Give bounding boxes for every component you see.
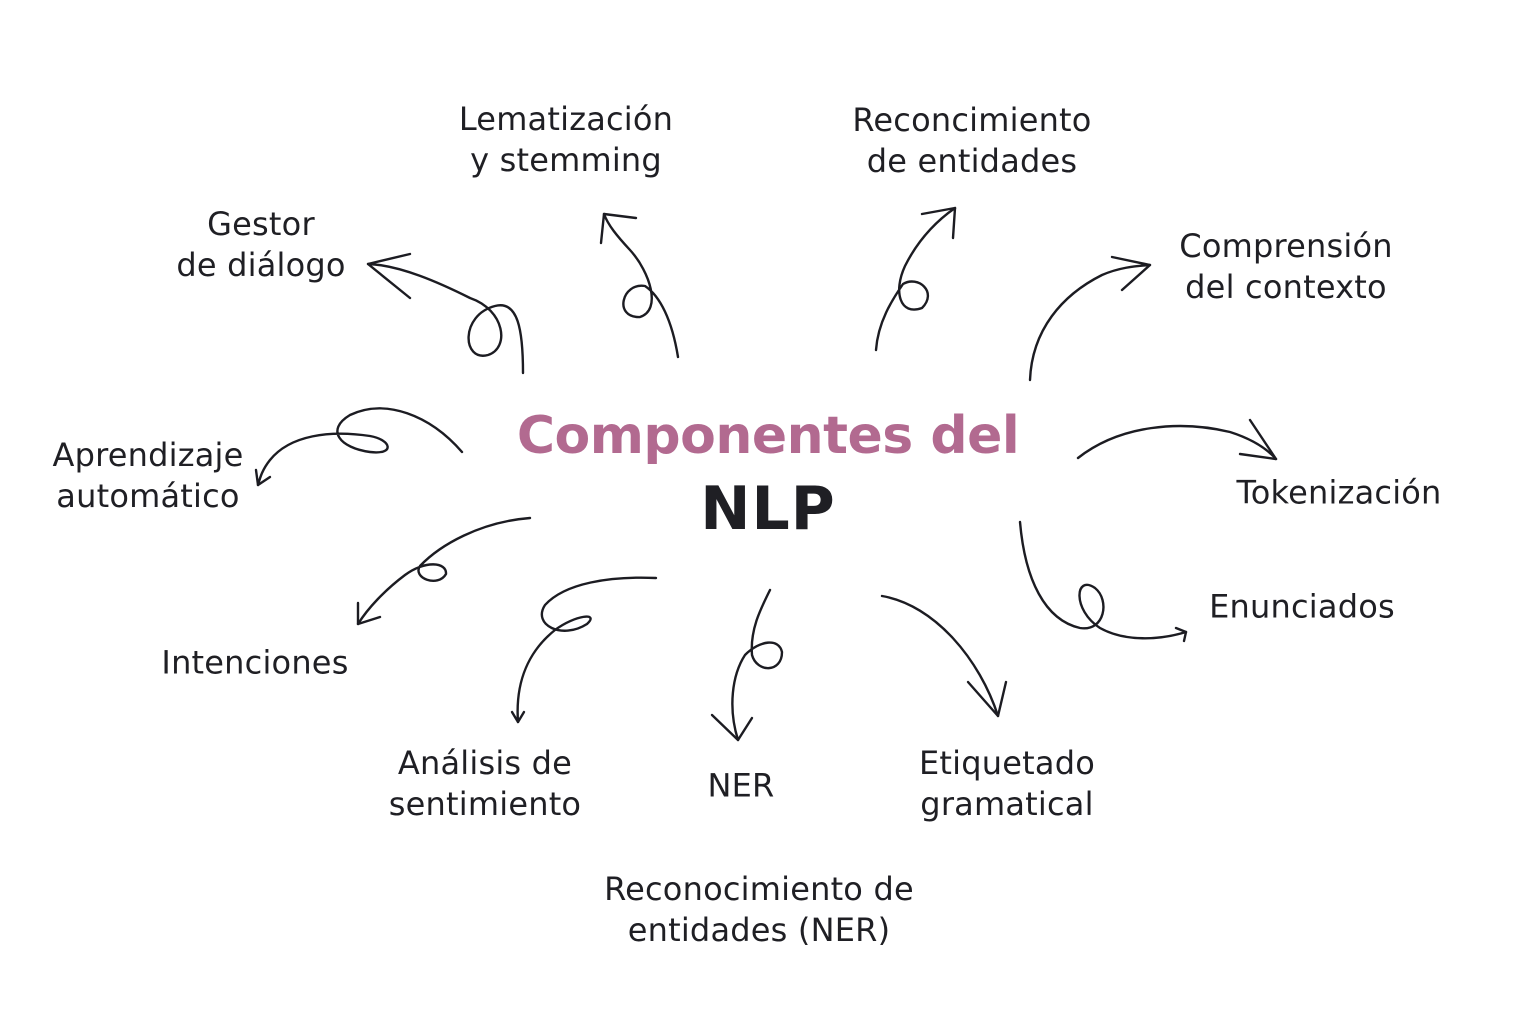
node-comprension: Comprensión del contexto (1179, 226, 1392, 308)
node-analisis: Análisis de sentimiento (389, 743, 581, 825)
node-intenciones-line-1: Intenciones (161, 643, 349, 682)
arrow-lematizacion-head (599, 212, 638, 245)
arrow-comprension-head (1110, 255, 1152, 292)
node-lematizacion-line-1: Lematización (458, 100, 674, 138)
arrow-intenciones (356, 516, 532, 626)
arrow-ner-line (731, 588, 784, 742)
arrow-ner-head (710, 713, 754, 742)
node-reconocimiento-ner-line-1: Reconocimiento de (604, 870, 914, 908)
node-comprension-line-2: del contexto (1185, 268, 1387, 306)
arrow-enunciados-line (1018, 520, 1188, 640)
node-lematizacion-line-2: y stemming (470, 141, 662, 179)
arrow-tokenizacion (1076, 418, 1278, 461)
diagram-title: Componentes del NLP (516, 401, 1020, 547)
node-etiquetado-line-2: gramatical (920, 785, 1094, 823)
arrow-aprendizaje-head (254, 468, 272, 487)
arrow-lematizacion (599, 212, 680, 359)
node-reconocimiento-ner-line-2: entidades (NER) (627, 911, 891, 949)
node-enunciados: Enunciados (1209, 587, 1395, 628)
node-analisis-line-2: sentimiento (388, 785, 582, 823)
arrow-intenciones-line (356, 516, 532, 626)
arrow-etiquetado-head (966, 680, 1008, 718)
arrow-reconcimiento-head (920, 206, 957, 240)
arrow-aprendizaje-line (256, 407, 464, 487)
node-lematizacion: Lematización y stemming (459, 99, 673, 181)
arrow-gestor-line (366, 262, 525, 375)
node-tokenizacion: Tokenización (1236, 473, 1441, 514)
arrow-aprendizaje (254, 407, 464, 487)
arrow-tokenizacion-head (1238, 418, 1278, 461)
node-reconocimiento-ner: Reconocimiento de entidades (NER) (604, 869, 914, 951)
arrow-comprension-line (1028, 263, 1152, 382)
node-intenciones: Intenciones (161, 643, 348, 684)
arrow-tokenizacion-line (1076, 424, 1278, 461)
node-comprension-line-1: Comprensión (1179, 227, 1393, 265)
arrow-analisis-head (510, 710, 526, 724)
arrow-ner (710, 588, 784, 742)
arrow-gestor-head (366, 252, 412, 300)
node-tokenizacion-line-1: Tokenización (1236, 473, 1442, 512)
node-etiquetado: Etiquetado gramatical (919, 743, 1095, 825)
node-aprendizaje-line-2: automático (56, 477, 240, 515)
arrow-comprension (1028, 255, 1152, 382)
title-line-1: Componentes del (516, 406, 1020, 466)
node-aprendizaje-line-1: Aprendizaje (52, 436, 244, 474)
node-etiquetado-line-1: Etiquetado (919, 744, 1095, 782)
node-analisis-line-1: Análisis de (397, 744, 573, 782)
arrow-reconcimiento (874, 206, 957, 352)
node-ner: NER (708, 766, 775, 807)
node-gestor-line-1: Gestor (207, 205, 315, 243)
arrow-enunciados (1018, 520, 1188, 643)
node-aprendizaje: Aprendizaje automático (52, 435, 243, 517)
node-reconcimiento-line-1: Reconcimiento (852, 101, 1092, 139)
node-enunciados-line-1: Enunciados (1209, 587, 1395, 626)
title-line-2: NLP (700, 474, 836, 544)
arrow-enunciados-head (1174, 626, 1188, 643)
arrow-gestor (366, 252, 525, 375)
arrow-reconcimiento-line (874, 206, 957, 352)
arrow-lematizacion-line (602, 212, 680, 359)
node-gestor-line-2: de diálogo (176, 246, 346, 284)
arrow-analisis-line (516, 576, 658, 724)
arrow-etiquetado (880, 594, 1008, 718)
arrow-intenciones-head (356, 601, 382, 626)
node-reconcimiento-line-2: de entidades (866, 142, 1078, 180)
node-reconcimiento: Reconcimiento de entidades (852, 100, 1091, 182)
node-gestor: Gestor de diálogo (176, 204, 345, 286)
arrow-etiquetado-line (880, 594, 1000, 718)
arrow-analisis (510, 576, 658, 724)
node-ner-line-1: NER (707, 766, 775, 805)
